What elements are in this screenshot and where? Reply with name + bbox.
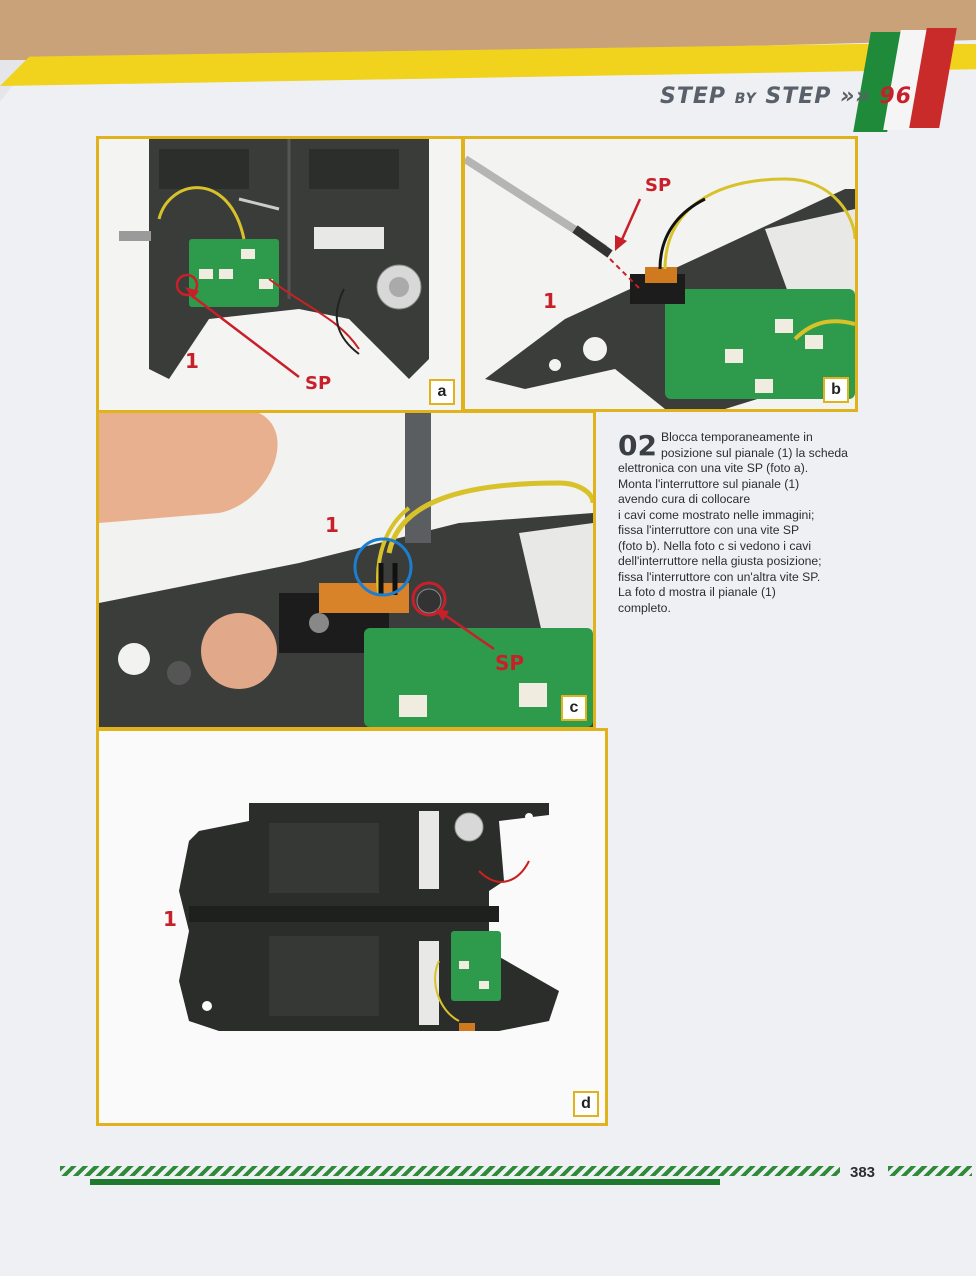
photo-letter-d: d: [573, 1091, 599, 1117]
screw-label: SP: [645, 175, 672, 196]
chassis-photo-d: [99, 731, 605, 1123]
instruction-line: i cavi come mostrato nelle immagini;: [618, 507, 815, 522]
part-label: 1: [163, 907, 177, 931]
instruction-line: fissa l'interruttore con una vite SP: [618, 523, 800, 537]
photo-panel-a: 02 1 SP a: [96, 136, 464, 414]
instruction-line: dell'interruttore nella giusta posizione…: [618, 554, 822, 568]
instruction-text: 02 Blocca temporaneamente in posizione s…: [618, 430, 868, 616]
instruction-line: fissa l'interruttore con un'altra vite S…: [618, 569, 821, 584]
section-title: STEP BY STEP »» 96: [660, 84, 913, 109]
part-label: 1: [185, 349, 199, 373]
instruction-line: (foto b). Nella foto c si vedono i cavi: [618, 538, 812, 553]
instruction-line: avendo cura di collocare: [618, 492, 751, 506]
footer-chevron-band: [60, 1166, 840, 1176]
step-number: 02: [618, 429, 657, 462]
chassis-photo-b: [465, 139, 855, 409]
footer-chevron-band-right: [888, 1166, 972, 1176]
photo-letter-a: a: [429, 379, 455, 405]
chassis-photo-c: [99, 413, 593, 727]
instruction-line: elettronica con una vite SP (foto a).: [618, 461, 809, 475]
photo-letter-b: b: [823, 377, 849, 403]
footer-green-line: [90, 1179, 720, 1185]
photo-panel-c: 1 SP c: [96, 410, 596, 730]
photo-panel-b: SP 1 b: [462, 136, 858, 412]
instruction-line: posizione sul pianale (1) la scheda: [660, 445, 848, 460]
part-label: 1: [543, 289, 557, 313]
screw-label: SP: [495, 651, 525, 675]
issue-number: 96: [879, 84, 913, 109]
instruction-line: La foto d mostra il pianale (1): [618, 585, 776, 599]
chassis-photo-a: [99, 139, 461, 411]
instruction-line: completo.: [618, 600, 671, 615]
photo-panel-d: 1 d: [96, 728, 608, 1126]
page-number: 383: [850, 1164, 876, 1181]
instruction-line: Monta l'interruttore sul pianale (1): [618, 476, 800, 491]
instruction-line: Blocca temporaneamente in: [660, 430, 813, 444]
part-label: 1: [325, 513, 339, 537]
screw-label: SP: [305, 373, 332, 394]
photo-letter-c: c: [561, 695, 587, 721]
